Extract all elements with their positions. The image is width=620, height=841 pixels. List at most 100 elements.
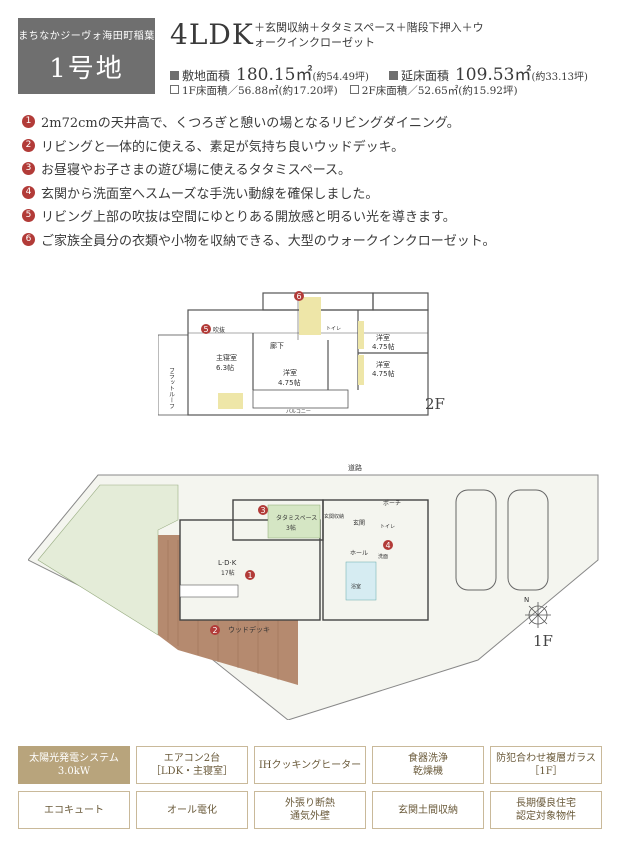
room1-size: 4.75帖 [278, 378, 301, 387]
bath [345, 561, 377, 601]
svg-text:4: 4 [385, 541, 390, 550]
room3-size: 4.75帖 [372, 369, 395, 378]
feature-item: 3 お昼寝やお子さまの遊び場に使えるタタミスペース。 [22, 157, 612, 181]
number-badge: 1 [22, 115, 35, 129]
deck-label: ウッドデッキ [228, 625, 270, 634]
square-outline-icon [349, 85, 359, 94]
site-area-value: 180.15㎡ [236, 65, 313, 85]
closet-strip [358, 321, 364, 349]
area-name: まちなかジーヴォ海田町稲葉 [18, 31, 155, 42]
car-outline [507, 489, 549, 591]
room2-label: 洋室 [376, 333, 390, 342]
tatami-space [267, 504, 321, 539]
feature-item: 4 玄関から洗面室へスムーズな手洗い動線を確保しました。 [22, 181, 612, 205]
room2-size: 4.75帖 [372, 342, 395, 351]
number-badge: 6 [22, 232, 35, 246]
square-icon [388, 71, 398, 80]
road-label: 道路 [348, 463, 362, 472]
feature-item: 6 ご家族全員分の衣類や小物を収納できる、大型のウォークインクローゼット。 [22, 228, 612, 252]
ldk-wall [179, 519, 321, 621]
porch-label: ポーチ [383, 499, 401, 507]
svg-text:1: 1 [247, 571, 252, 580]
floor-stats: 1F床面積／56.88㎡(約17.20坪) 2F床面積／52.65㎡(約15.9… [170, 83, 518, 98]
site-area-label: 敷地面積 [182, 69, 231, 83]
feature-list: 1 2m72cmの天井高で、くつろぎと憩いの場となるリビングダイニング。 2 リビン… [22, 110, 612, 251]
lot-badge: まちなかジーヴォ海田町稲葉 1号地 [18, 18, 155, 94]
car-outline [455, 489, 497, 591]
feature-text: 2m72cmの天井高で、くつろぎと憩いの場となるリビングダイニング。 [41, 116, 460, 132]
lot-number: 1号地 [49, 54, 124, 84]
feature-item: 5 リビング上部の吹抜は空間にゆとりある開放感と明るい光を導きます。 [22, 204, 612, 228]
master-size: 6.3帖 [216, 363, 234, 372]
floor-area-tsubo: (約33.13坪) [531, 72, 588, 83]
svg-text:6: 6 [296, 292, 301, 301]
number-badge: 2 [22, 138, 35, 152]
master-label: 主寝室 [216, 353, 237, 362]
feature-text: お昼寝やお子さまの遊び場に使えるタタミスペース。 [41, 163, 352, 179]
svg-text:2: 2 [212, 626, 217, 635]
room1-label: 洋室 [283, 368, 297, 377]
feature-item: 2 リビングと一体的に使える、素足が気持ち良いウッドデッキ。 [22, 134, 612, 158]
flat-roof-label: フラットルーフ [168, 367, 175, 409]
square-outline-icon [170, 85, 179, 94]
flat-roof-outline [158, 334, 189, 416]
number-badge: 4 [22, 185, 35, 199]
equipment-item: エアコン2台［LDK・主寝室］ [136, 746, 248, 784]
garden-area [37, 484, 179, 636]
floor-area-value: 109.53㎡ [454, 65, 532, 85]
equipment-item: 食器洗浄乾燥機 [372, 746, 484, 784]
tatami-size: 3帖 [286, 524, 296, 532]
closet-strip [358, 355, 364, 385]
feature-text: リビング上部の吹抜は空間にゆとりある開放感と明るい光を導きます。 [41, 210, 456, 226]
floor-label-2f: 2F [425, 395, 445, 413]
equipment-item: 防犯合わせ複層ガラス［1F］ [490, 746, 602, 784]
feature-text: リビングと一体的に使える、素足が気持ち良いウッドデッキ。 [41, 139, 405, 155]
balcony-label: バルコニー [286, 409, 311, 415]
f1-area: 1F床面積／56.88㎡(約17.20坪) [182, 85, 338, 97]
site-area-tsubo: (約54.49坪) [312, 72, 369, 83]
north-label: N [524, 596, 529, 604]
ldk-size: 17帖 [221, 569, 235, 577]
marker-5: 5 [201, 324, 211, 334]
wood-deck [158, 535, 298, 685]
bath-label: 浴室 [351, 583, 361, 590]
marker-4: 4 [383, 540, 393, 550]
marker-6: 6 [294, 291, 304, 301]
closet-strip [218, 393, 243, 409]
floor-label-1f: 1F [533, 632, 553, 650]
plan-type: 4LDK [170, 18, 254, 51]
void-label: 吹抜 [213, 326, 225, 334]
equipment-item: 玄関土間収納 [372, 791, 484, 829]
equipment-item: オール電化 [136, 791, 248, 829]
feature-text: ご家族全員分の衣類や小物を収納できる、大型のウォークインクローゼット。 [41, 233, 496, 249]
tatami-label: タタミスペース [276, 514, 317, 522]
toilet-label: トイレ [326, 326, 341, 332]
floor-area-label: 延床面積 [400, 69, 449, 83]
number-badge: 3 [22, 162, 35, 176]
room3-label: 洋室 [376, 360, 390, 369]
equipment-item: 長期優良住宅認定対象物件 [490, 791, 602, 829]
ldk-label: L·D·K [218, 559, 237, 567]
square-icon [170, 71, 179, 80]
feature-text: 玄関から洗面室へスムーズな手洗い動線を確保しました。 [41, 186, 379, 202]
equipment-item: エコキュート [18, 791, 130, 829]
kitchen-counter [179, 584, 239, 598]
svg-text:5: 5 [203, 325, 208, 334]
washroom-label: 洗面 [378, 553, 388, 560]
number-badge: 5 [22, 209, 35, 223]
toilet-label: トイレ [380, 524, 395, 530]
equipment-item: 外張り断熱通気外壁 [254, 791, 366, 829]
marker-2: 2 [210, 625, 220, 635]
f2-area: 2F床面積／52.65㎡(約15.92坪) [361, 85, 518, 97]
floorplan-2f: フラットルーフ 主寝室 6.3帖 洋室 4.75帖 洋室 4.75帖 洋室 4.… [158, 291, 429, 416]
balcony-outline [252, 389, 349, 409]
wall-upper-right [372, 292, 429, 311]
feature-item: 1 2m72cmの天井高で、くつろぎと憩いの場となるリビングダイニング。 [22, 110, 612, 134]
floorplan-1f: 道路 ウッドデッキ タタミスペース 3帖 L·D·K 17帖 玄関 ホール ポー… [28, 463, 599, 720]
hall-label: ホール [350, 550, 368, 557]
core-wall [322, 499, 429, 621]
plan-extra: ＋玄関収納＋タタミスペース＋階段下押入＋ウォークインクローゼット [254, 21, 484, 49]
storage-label: 玄関収納 [324, 513, 344, 520]
equipment-item: IHクッキングヒーター [254, 746, 366, 784]
